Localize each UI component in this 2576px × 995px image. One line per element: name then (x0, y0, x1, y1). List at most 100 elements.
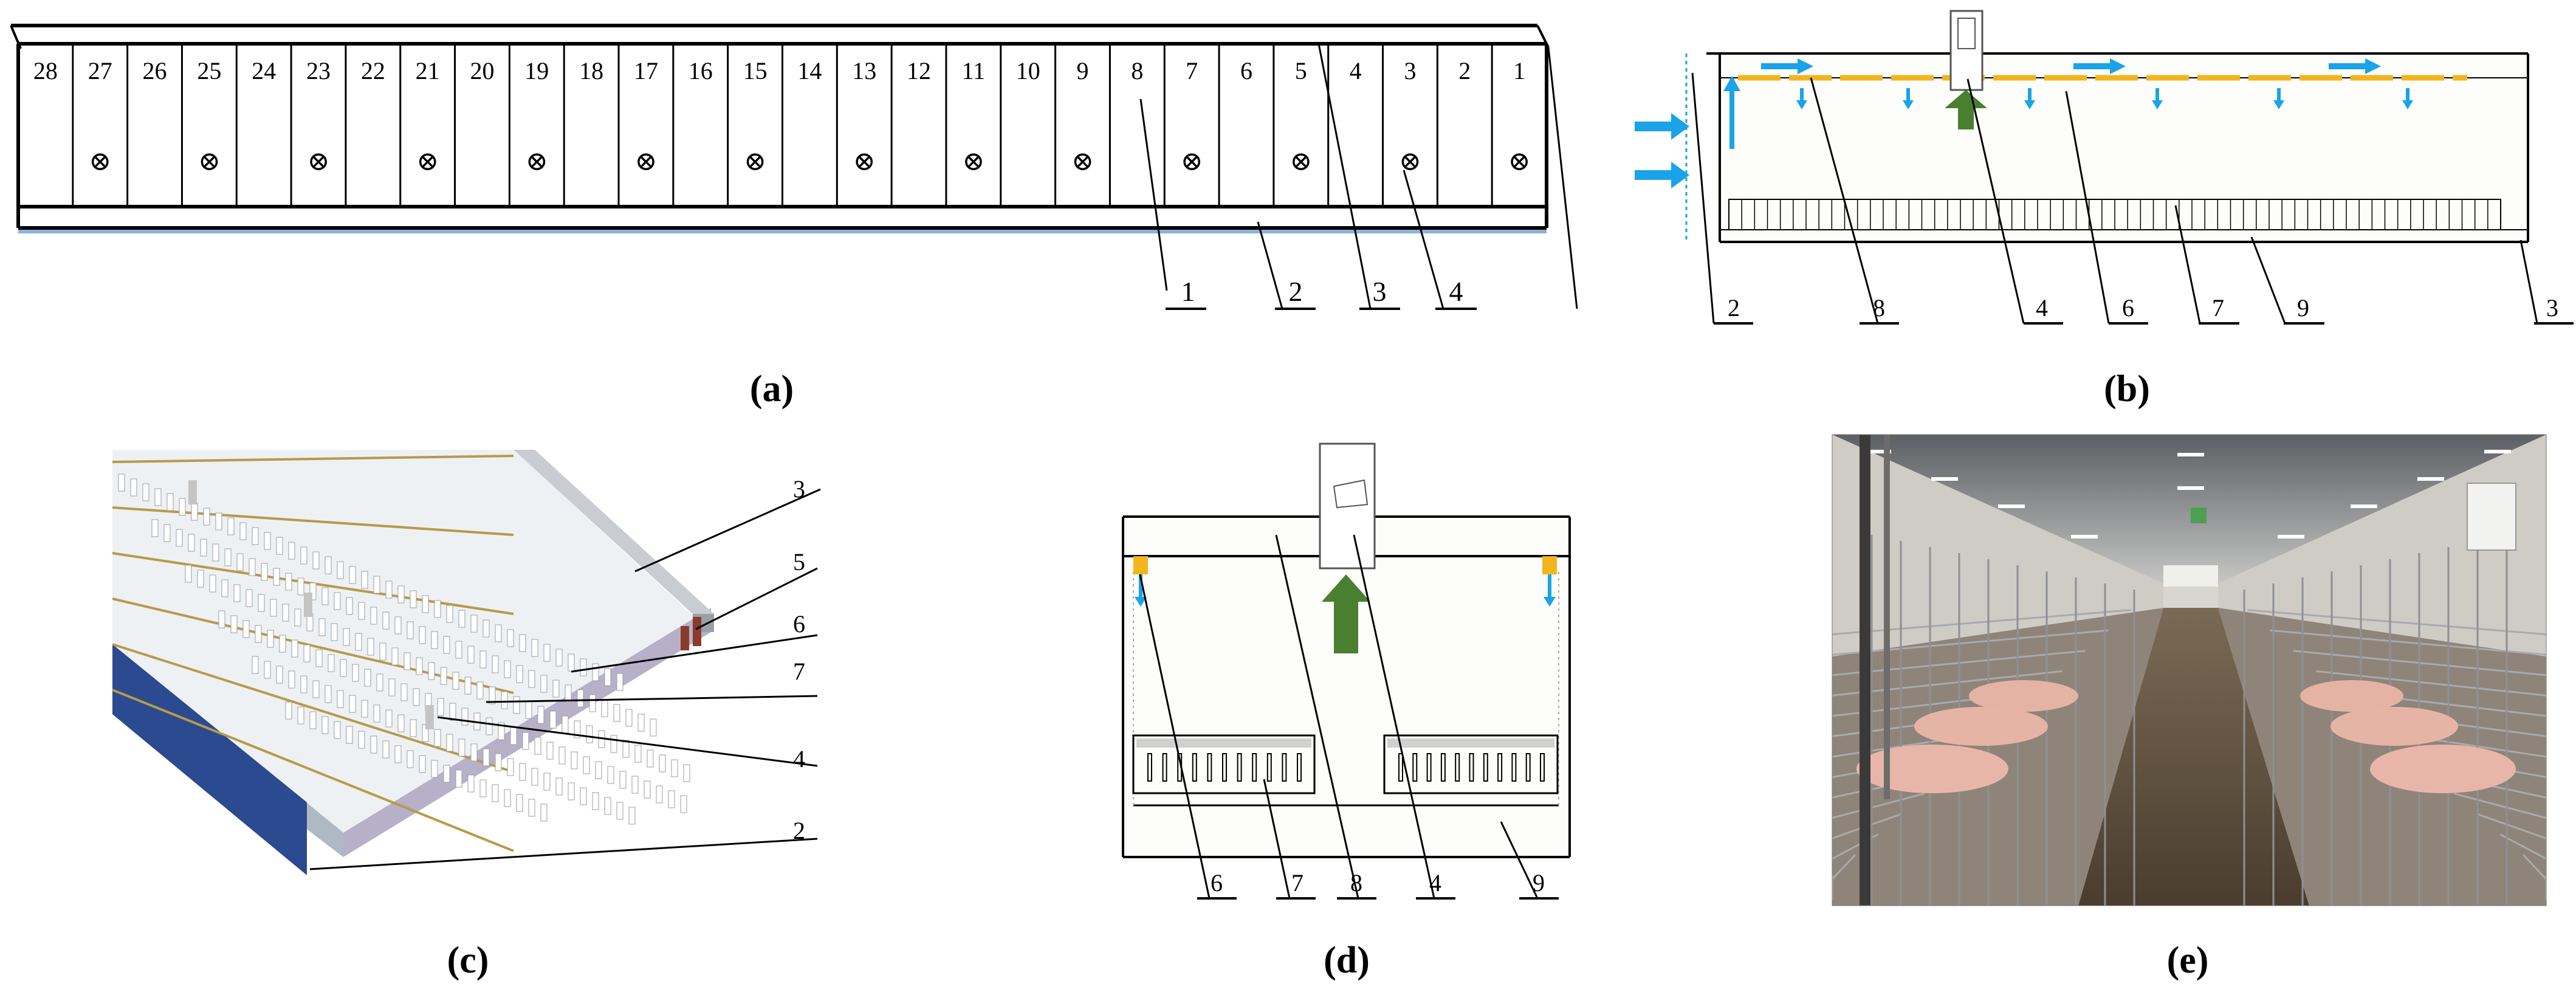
stall-post (224, 548, 232, 566)
stall-post (340, 659, 347, 677)
exhaust-fan-icon: ⊗ (89, 146, 111, 176)
stall-post (625, 709, 633, 727)
room-number-label: 7 (1186, 57, 1198, 84)
panel-label-a: (a) (750, 368, 794, 410)
light-fixture (2351, 504, 2377, 508)
stall-post (215, 512, 222, 531)
light-fixture (1931, 477, 1958, 481)
callout-label: 4 (2036, 294, 2048, 322)
stall-post (458, 610, 465, 628)
stall-post (261, 563, 268, 581)
stall-post (212, 543, 219, 562)
crate-bar (2523, 854, 2546, 880)
exhaust-fan-icon: ⊗ (1290, 146, 1312, 176)
callout-label: 8 (1873, 294, 1885, 322)
stall-post (318, 618, 326, 636)
stall-post (431, 631, 438, 649)
room-number-label: 12 (907, 57, 931, 84)
panel-b-longitudinal-section: 2 8 4 6 7 9 3 (b) (1635, 10, 2574, 410)
crate-bar (1832, 629, 2109, 656)
air-flow-arrow-head (1796, 100, 1807, 109)
stall-post (631, 776, 639, 794)
stall-post (282, 604, 289, 622)
stall-post (531, 768, 538, 786)
crate-bar (2247, 609, 2546, 636)
air-flow-arrow-head (2273, 100, 2284, 109)
stall-post (385, 709, 393, 728)
stall-post (607, 766, 614, 784)
stall-post (337, 561, 344, 579)
stall-post (476, 681, 484, 700)
stall-post (549, 711, 557, 729)
stall-post (267, 630, 274, 648)
crate-bar (2316, 670, 2546, 697)
stall-post (373, 576, 380, 594)
stall-post (118, 473, 125, 492)
stall-post (407, 750, 414, 768)
pen-slat (1398, 753, 1403, 782)
stall-post (416, 657, 423, 675)
stall-post (613, 704, 620, 722)
pen-slat (1252, 753, 1257, 782)
air-flow-arrow-head (2402, 100, 2413, 109)
stall-post (397, 714, 405, 732)
stall-post (562, 715, 569, 734)
stall-post (285, 701, 292, 720)
room-number-label: 23 (306, 57, 331, 84)
stall-post (467, 646, 475, 664)
stall-post (571, 751, 578, 769)
stall-post (501, 691, 508, 709)
stall-post (619, 771, 627, 789)
pen-slat (1497, 753, 1503, 782)
feed-pipe (112, 689, 514, 852)
light-fixture (1864, 450, 1891, 453)
stall-post (558, 746, 566, 765)
stall-post (288, 542, 295, 560)
room-number-label: 14 (797, 57, 822, 84)
stall-post (294, 608, 301, 627)
stall-post (498, 722, 505, 740)
stall-post (264, 661, 271, 679)
air-flow-arrow (1800, 88, 1804, 102)
pen-slat (1297, 753, 1302, 782)
pen-slat (1207, 753, 1212, 782)
stall-post (407, 621, 414, 639)
stall-post (312, 680, 320, 698)
stall-post (151, 519, 159, 537)
stall-post (519, 763, 526, 781)
stall-post (522, 732, 529, 750)
feed-pipe (112, 455, 514, 463)
room-number-label: 1 (1513, 57, 1525, 84)
stall-post (555, 777, 563, 796)
stall-post (479, 650, 487, 669)
stall-post (255, 625, 262, 643)
stall-post (242, 620, 250, 638)
stall-post (209, 574, 216, 593)
stall-post (589, 694, 596, 712)
exhaust-fan-icon: ⊗ (416, 146, 439, 176)
callout-label: 8 (1350, 869, 1362, 897)
stall-post (321, 716, 329, 734)
stall-post (300, 675, 307, 694)
stall-post (197, 570, 204, 588)
room-number-label: 27 (88, 57, 112, 84)
light-fixture (2071, 535, 2098, 539)
stall-post (382, 611, 390, 630)
panel-label-b: (b) (2104, 368, 2150, 410)
panel-label-d: (d) (1324, 940, 1370, 981)
stall-post (364, 669, 371, 687)
crate-bar (2454, 793, 2546, 819)
stall-post (321, 587, 329, 605)
air-duct-drop (188, 480, 197, 504)
stall-post (492, 784, 499, 802)
room-number-label: 10 (1016, 57, 1040, 84)
stall-post (449, 703, 456, 721)
stall-post (325, 556, 332, 574)
stall-post (452, 672, 459, 690)
stall-post (583, 756, 590, 774)
stall-post (373, 704, 380, 723)
stall-post (273, 568, 280, 586)
stall-post (440, 667, 447, 685)
